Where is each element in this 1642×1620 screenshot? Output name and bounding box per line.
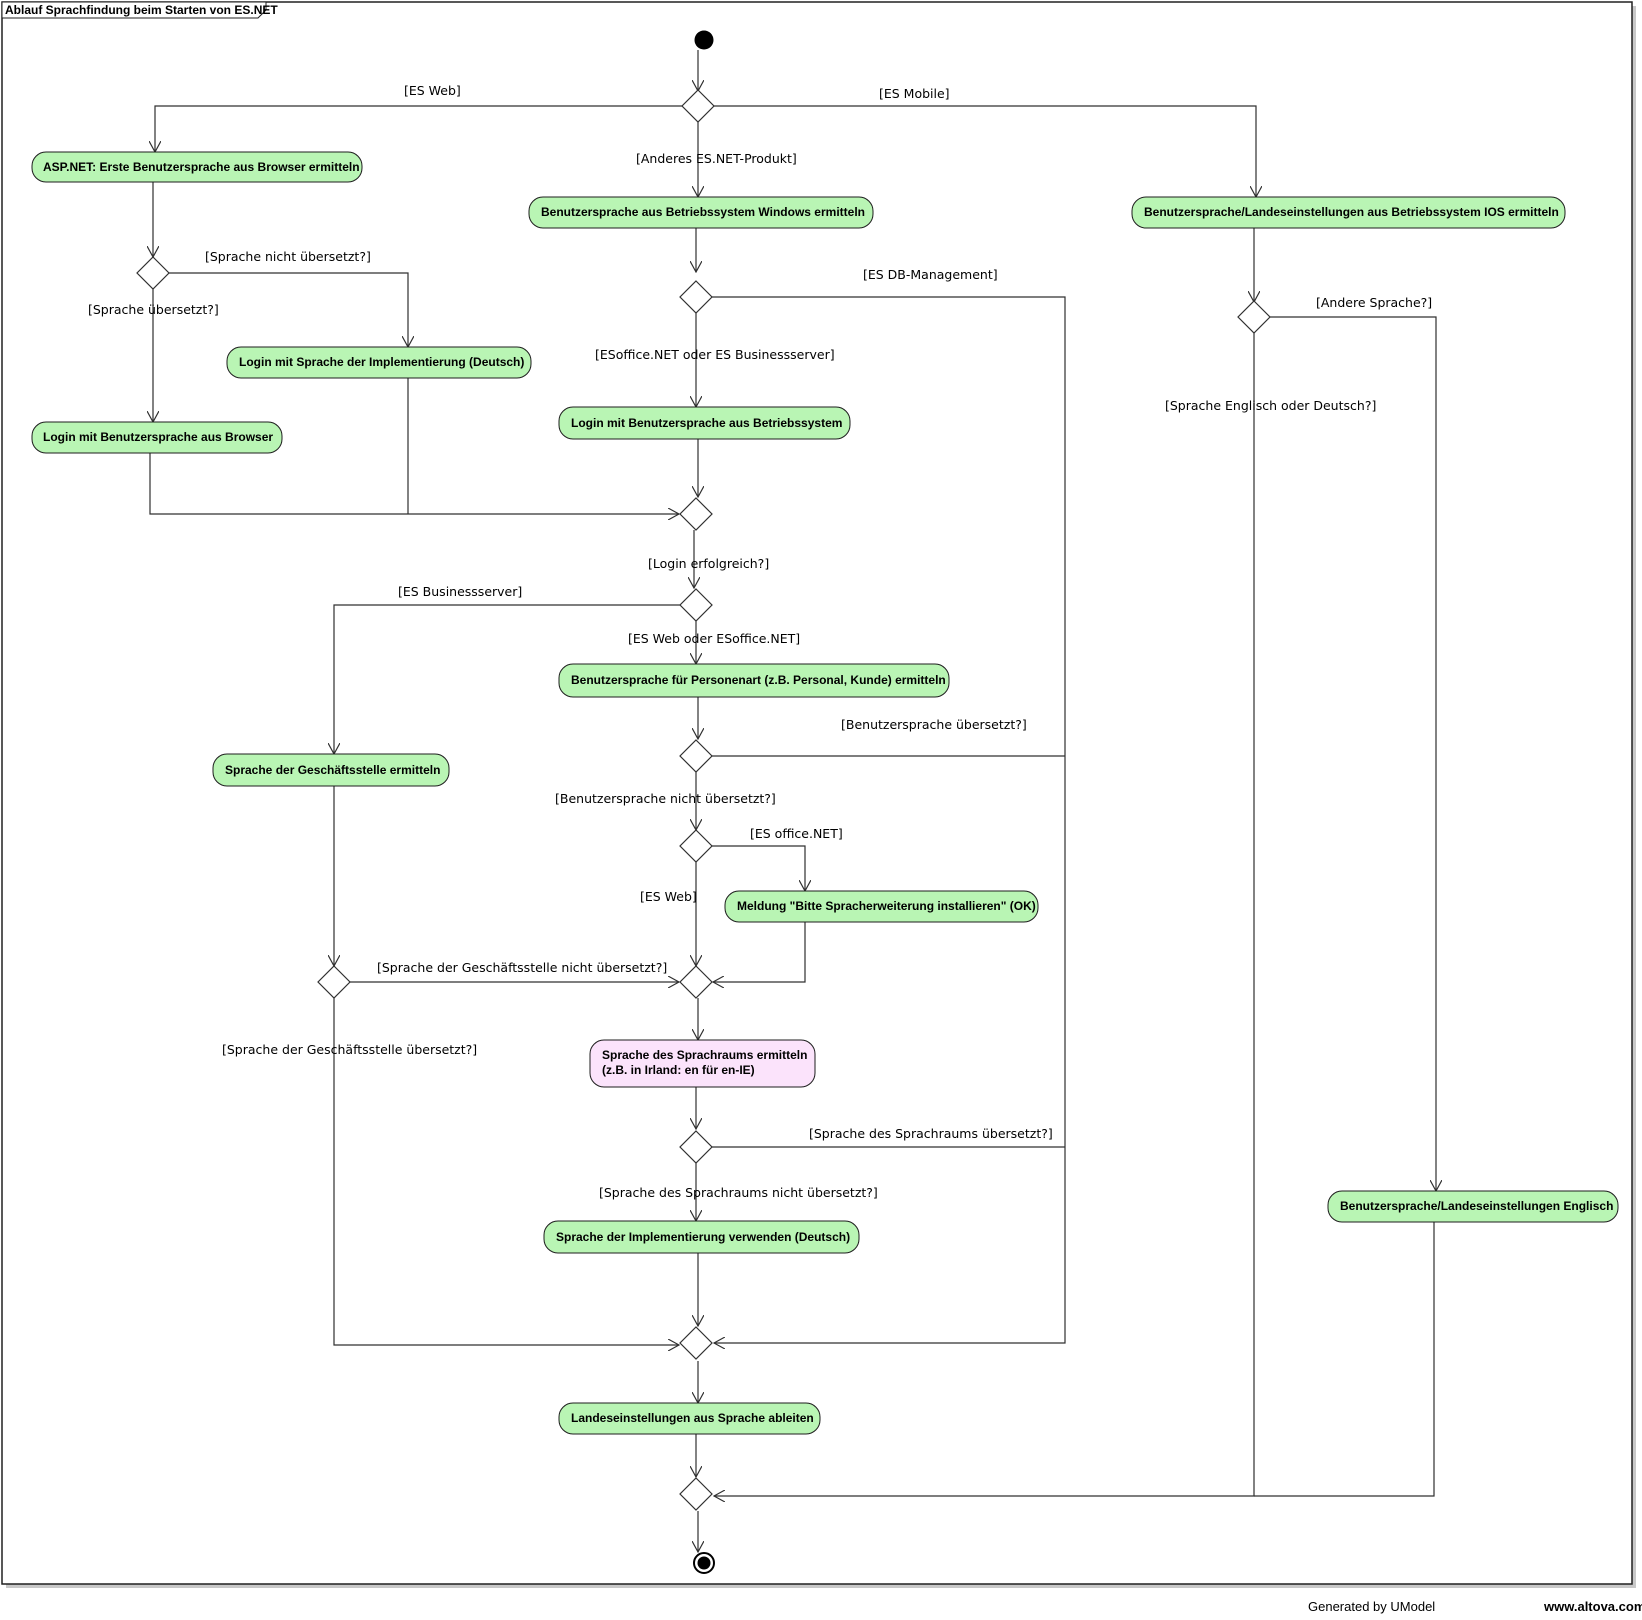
- action-win-os-label: Benutzersprache aus Betriebssystem Windo…: [541, 205, 865, 219]
- decision-nodes: [136, 89, 1271, 1511]
- guard-es-web-2: [ES Web]: [640, 889, 697, 904]
- decision-db-management: [679, 280, 713, 314]
- guard-benutzersprache-nicht-uebersetzt: [Benutzersprache nicht übersetzt?]: [555, 791, 776, 806]
- action-geschaeftsstelle: Sprache der Geschäftsstelle ermitteln: [212, 753, 450, 787]
- decision-web-sprache: [136, 256, 170, 290]
- action-login-os-label: Login mit Benutzersprache aus Betriebssy…: [571, 416, 842, 430]
- action-impl-de: Sprache der Implementierung verwenden (D…: [543, 1220, 860, 1254]
- action-meldung-label: Meldung "Bitte Spracherweiterung install…: [737, 899, 1036, 913]
- guard-andere-sprache: [Andere Sprache?]: [1316, 295, 1432, 310]
- action-login-browser-label: Login mit Benutzersprache aus Browser: [43, 430, 273, 444]
- guard-esoffice-oder-bs: [ESoffice.NET oder ES Businessserver]: [595, 347, 835, 362]
- guard-benutzersprache-uebersetzt: [Benutzersprache übersetzt?]: [841, 717, 1027, 732]
- action-sprachraum-label-2: (z.B. in Irland: en für en-IE): [602, 1063, 755, 1077]
- guard-anderes-produkt: [Anderes ES.NET-Produkt]: [636, 151, 797, 166]
- guard-gs-nicht-uebersetzt: [Sprache der Geschäftsstelle nicht übers…: [377, 960, 667, 975]
- action-asp-browser-label: ASP.NET: Erste Benutzersprache aus Brows…: [43, 160, 360, 174]
- guard-es-web: [ES Web]: [404, 83, 461, 98]
- merge-end: [679, 1477, 713, 1511]
- initial-node: [694, 30, 714, 50]
- guard-es-web-oder-esoffice: [ES Web oder ESoffice.NET]: [628, 631, 800, 646]
- final-node: [693, 1552, 715, 1574]
- merge-final-sprache: [679, 1326, 713, 1360]
- action-personenart: Benutzersprache für Personenart (z.B. Pe…: [558, 663, 950, 698]
- action-englisch-label: Benutzersprache/Landeseinstellungen Engl…: [1340, 1199, 1613, 1213]
- guard-es-db-management: [ES DB-Management]: [863, 267, 998, 282]
- action-win-os: Benutzersprache aus Betriebssystem Windo…: [528, 196, 874, 229]
- footer-website: www.altova.com: [1543, 1599, 1642, 1614]
- action-landeseinstellungen-label: Landeseinstellungen aus Sprache ableiten: [571, 1411, 814, 1425]
- decision-login: [679, 588, 713, 622]
- control-flows: [150, 50, 1436, 1552]
- action-sprachraum: Sprache des Sprachraums ermitteln (z.B. …: [589, 1039, 816, 1088]
- action-landeseinstellungen: Landeseinstellungen aus Sprache ableiten: [558, 1402, 821, 1435]
- action-ios-os: Benutzersprache/Landeseinstellungen aus …: [1131, 196, 1566, 229]
- guard-sprachraum-nicht-uebersetzt: [Sprache des Sprachraums nicht übersetzt…: [599, 1185, 878, 1200]
- diagram-frame: [1, 1, 1633, 1585]
- action-login-impl-de-label: Login mit Sprache der Implementierung (D…: [239, 355, 524, 369]
- action-login-impl-de: Login mit Sprache der Implementierung (D…: [226, 346, 532, 379]
- guard-gs-uebersetzt: [Sprache der Geschäftsstelle übersetzt?]: [222, 1042, 477, 1057]
- merge-sprachraum: [679, 965, 713, 999]
- footer-generator: Generated by UModel: [1308, 1599, 1435, 1614]
- decision-geschaeftsstelle: [317, 965, 351, 999]
- guard-es-mobile: [ES Mobile]: [879, 86, 950, 101]
- action-login-browser: Login mit Benutzersprache aus Browser: [31, 421, 283, 454]
- guard-sprache-nicht-uebersetzt: [Sprache nicht übersetzt?]: [205, 249, 371, 264]
- guard-sprache-uebersetzt: [Sprache übersetzt?]: [88, 302, 219, 317]
- decision-benutzersprache: [679, 739, 713, 773]
- guard-es-office-net: [ES office.NET]: [750, 826, 843, 841]
- action-login-os: Login mit Benutzersprache aus Betriebssy…: [558, 406, 851, 440]
- guard-sprachraum-uebersetzt: [Sprache des Sprachraums übersetzt?]: [809, 1126, 1053, 1141]
- guard-labels: [ES Web] [ES Mobile] [Anderes ES.NET-Pro…: [88, 83, 1432, 1200]
- frame-title-tab: [1, 1, 267, 19]
- action-meldung: Meldung "Bitte Spracherweiterung install…: [724, 890, 1039, 923]
- guard-login-erfolgreich: [Login erfolgreich?]: [648, 556, 769, 571]
- action-impl-de-label: Sprache der Implementierung verwenden (D…: [556, 1230, 850, 1244]
- merge-login: [679, 497, 713, 531]
- action-englisch: Benutzersprache/Landeseinstellungen Engl…: [1327, 1190, 1619, 1223]
- action-geschaeftsstelle-label: Sprache der Geschäftsstelle ermitteln: [225, 763, 440, 777]
- decision-product: [681, 89, 715, 123]
- action-ios-os-label: Benutzersprache/Landeseinstellungen aus …: [1144, 205, 1559, 219]
- action-asp-browser: ASP.NET: Erste Benutzersprache aus Brows…: [31, 151, 363, 183]
- action-sprachraum-label-1: Sprache des Sprachraums ermitteln: [602, 1048, 807, 1062]
- guard-englisch-oder-deutsch: [Sprache Englisch oder Deutsch?]: [1165, 398, 1376, 413]
- frame-title: Ablauf Sprachfindung beim Starten von ES…: [5, 3, 278, 17]
- decision-sprachraum: [679, 1130, 713, 1164]
- guard-es-businessserver: [ES Businessserver]: [398, 584, 522, 599]
- decision-ios-sprache: [1237, 300, 1271, 334]
- decision-office-web: [679, 829, 713, 863]
- action-personenart-label: Benutzersprache für Personenart (z.B. Pe…: [571, 673, 946, 687]
